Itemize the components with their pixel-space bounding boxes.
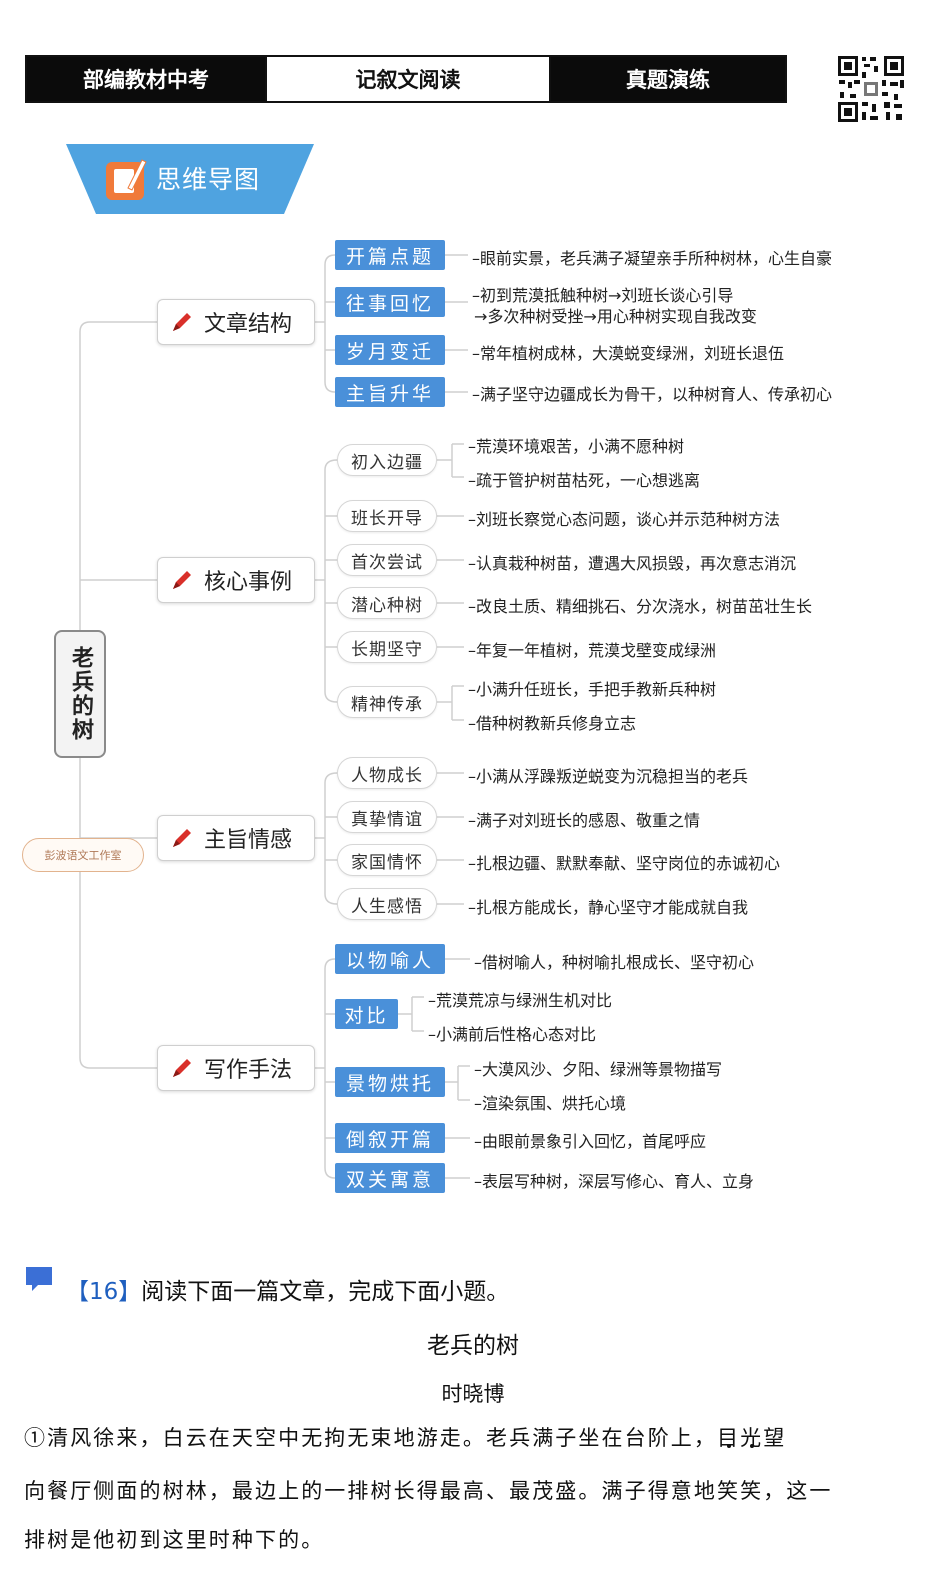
pen-icon (173, 313, 191, 331)
paragraph-line: 向餐厅侧面的树林，最边上的一排树长得最高、最茂盛。满子得意地笑笑，这一 (24, 1479, 833, 1503)
bookmark-icon (26, 1267, 52, 1291)
branch-events: 核心事例 (157, 557, 315, 603)
leaf-text: –初到荒漠抵触种树→刘班长谈心引导 (472, 286, 734, 305)
tag-node: 真挚情谊 (337, 801, 437, 833)
header-bar: 部编教材中考 记叙文阅读 真题演练 (25, 55, 787, 103)
leaf-text: –小满从浮躁叛逆蜕变为沉稳担当的老兵 (468, 767, 749, 786)
emphasis-char: 光 (740, 1426, 764, 1450)
tag-node: 以物喻人 (335, 944, 445, 974)
pen-icon (173, 829, 191, 847)
tag-node: 人生感悟 (337, 888, 437, 920)
leaf-text: –由眼前景象引入回忆，首尾呼应 (474, 1132, 707, 1151)
tag-node: 首次尝试 (337, 544, 437, 576)
emphasis-char: 目 (717, 1426, 741, 1450)
tag-node: 家国情怀 (337, 844, 437, 876)
question-heading: 【16】阅读下面一篇文章，完成下面小题。 (66, 1272, 509, 1306)
question-prompt: 阅读下面一篇文章，完成下面小题。 (141, 1279, 510, 1305)
leaf-text: –小满升任班长，手把手教新兵种树 (468, 680, 717, 699)
pen-icon (173, 1059, 191, 1077)
leaf-text: –扎根方能成长，静心坚守才能成就自我 (468, 898, 749, 917)
tag-node: 岁月变迁 (335, 335, 445, 365)
leaf-text: –刘班长察觉心态问题，谈心并示范种树方法 (468, 510, 781, 529)
leaf-text: –眼前实景，老兵满子凝望亲手所种树林，心生自豪 (472, 249, 833, 268)
leaf-text: –荒漠环境艰苦，小满不愿种树 (468, 437, 685, 456)
branch-structure: 文章结构 (157, 299, 315, 345)
mindmap-root-label: 老兵的树 (68, 646, 93, 742)
tag-node: 潜心种树 (337, 587, 437, 619)
leaf-text: –满子对刘班长的感恩、敬重之情 (468, 811, 701, 830)
leaf-text: –小满前后性格心态对比 (428, 1025, 597, 1044)
paragraph-text: 望 (763, 1426, 787, 1450)
pen-icon (173, 571, 191, 589)
leaf-text: –荒漠荒凉与绿洲生机对比 (428, 991, 613, 1010)
tag-node: 开篇点题 (335, 240, 445, 270)
tag-node: 精神传承 (337, 686, 437, 718)
mindmap-banner-label: 思维导图 (156, 165, 261, 194)
leaf-text: –借种树教新兵修身立志 (468, 714, 637, 733)
mindmap-root: 老兵的树 (54, 630, 106, 758)
header-left: 部编教材中考 (27, 57, 265, 101)
header-right: 真题演练 (551, 57, 785, 101)
tag-node: 班长开导 (337, 500, 437, 532)
leaf-text: –常年植树成林，大漠蜕变绿洲，刘班长退伍 (472, 344, 785, 363)
tag-node: 初入边疆 (337, 444, 437, 476)
paragraph-line: ①清风徐来，白云在天空中无拘无束地游走。老兵满子坐在台阶上，目光望 (24, 1413, 914, 1463)
studio-badge: 彭波语文工作室 (22, 838, 144, 872)
article-author: 时晓博 (441, 1382, 505, 1406)
branch-label: 文章结构 (204, 312, 293, 337)
leaf-text: –渲染氛围、烘托心境 (474, 1094, 627, 1113)
leaf-text: –扎根边疆、默默奉献、坚守岗位的赤诚初心 (468, 854, 781, 873)
branch-label: 核心事例 (204, 570, 293, 595)
tag-node: 人物成长 (337, 757, 437, 789)
qr-code-icon (836, 54, 906, 124)
branch-technique: 写作手法 (157, 1045, 315, 1091)
leaf-text: –疏于管护树苗枯死，一心想逃离 (468, 471, 701, 490)
tag-node: 主旨升华 (335, 377, 445, 407)
header-center: 记叙文阅读 (265, 57, 551, 101)
branch-label: 写作手法 (204, 1058, 293, 1083)
leaf-text: –年复一年植树，荒漠戈壁变成绿洲 (468, 641, 717, 660)
leaf-text: –表层写种树，深层写修心、育人、立身 (474, 1172, 755, 1191)
leaf-text: –大漠风沙、夕阳、绿洲等景物描写 (474, 1060, 723, 1079)
tag-node: 双关寓意 (335, 1163, 445, 1193)
question-number: 【16】 (66, 1279, 142, 1305)
tag-node: 景物烘托 (335, 1067, 445, 1097)
article-title: 老兵的树 (427, 1333, 519, 1359)
leaf-text: →多次种树受挫→用心种树实现自我改变 (474, 307, 757, 326)
paragraph-line: 排树是他初到这里时种下的。 (24, 1528, 325, 1552)
paragraph-text: ①清风徐来，白云在天空中无拘无束地游走。老兵满子坐在台阶上， (24, 1426, 717, 1450)
leaf-text: –借树喻人，种树喻扎根成长、坚守初心 (474, 953, 755, 972)
leaf-text: –满子坚守边疆成长为骨干，以种树育人、传承初心 (472, 385, 833, 404)
branch-label: 主旨情感 (204, 828, 293, 853)
branch-theme: 主旨情感 (157, 815, 315, 861)
tag-node: 往事回忆 (335, 287, 445, 317)
tag-node: 对比 (335, 999, 398, 1029)
mindmap-banner (66, 144, 314, 214)
tag-node: 倒叙开篇 (335, 1123, 445, 1153)
tag-node: 长期坚守 (337, 631, 437, 663)
leaf-text: –认真栽种树苗，遭遇大风损毁，再次意志消沉 (468, 554, 797, 573)
leaf-text: –改良土质、精细挑石、分次浇水，树苗茁壮生长 (468, 597, 813, 616)
